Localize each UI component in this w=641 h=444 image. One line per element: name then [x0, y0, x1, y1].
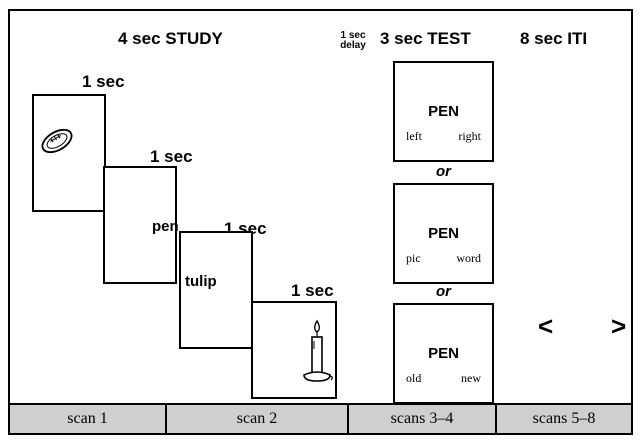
scan-segment-3-4: scans 3–4: [349, 405, 497, 433]
scan-timeline-bar: scan 1 scan 2 scans 3–4 scans 5–8: [10, 403, 631, 433]
test-option-left: old: [406, 371, 422, 385]
test-word: PEN: [428, 103, 459, 120]
test-option-left: pic: [406, 251, 421, 265]
study-duration-2: 1 sec: [150, 147, 193, 166]
test-box-pic-word: PEN pic word: [393, 183, 494, 284]
test-header: 3 sec TEST: [380, 29, 471, 48]
iti-left-arrow: <: [538, 311, 554, 341]
or-label-1: or: [436, 163, 451, 180]
test-option-right: right: [458, 129, 481, 143]
scan-segment-5-8: scans 5–8: [532, 410, 596, 427]
delay-bottom-label: delay: [340, 40, 366, 51]
study-card-4: [251, 301, 337, 399]
test-option-right: word: [456, 251, 481, 265]
scan-segment-2: scan 2: [167, 405, 349, 433]
study-word-pen: pen: [152, 218, 179, 235]
study-card-2: pen: [103, 166, 179, 284]
test-option-right: new: [461, 371, 481, 385]
diagram-frame: 4 sec STUDY 1 sec delay 3 sec TEST 8 sec…: [8, 9, 633, 435]
test-option-left: left: [406, 129, 422, 143]
study-header: 4 sec STUDY: [118, 29, 223, 48]
or-label-2: or: [436, 283, 451, 300]
iti-header: 8 sec ITI: [520, 29, 588, 48]
football-icon: [38, 126, 76, 161]
study-word-tulip: tulip: [185, 273, 217, 290]
study-duration-1: 1 sec: [82, 72, 125, 91]
delay-header: 1 sec delay: [335, 31, 371, 51]
study-card-3: tulip: [179, 231, 253, 349]
study-card-1: [32, 94, 106, 212]
delay-top-label: 1 sec: [340, 30, 366, 41]
scan-segment-1: scan 1: [10, 405, 167, 433]
test-word: PEN: [428, 345, 459, 362]
candle-icon: [300, 319, 334, 390]
test-word: PEN: [428, 225, 459, 242]
test-box-left-right: PEN left right: [393, 61, 494, 162]
test-box-old-new: PEN old new: [393, 303, 494, 404]
iti-right-arrow: >: [611, 311, 627, 341]
study-duration-4: 1 sec: [291, 281, 334, 300]
